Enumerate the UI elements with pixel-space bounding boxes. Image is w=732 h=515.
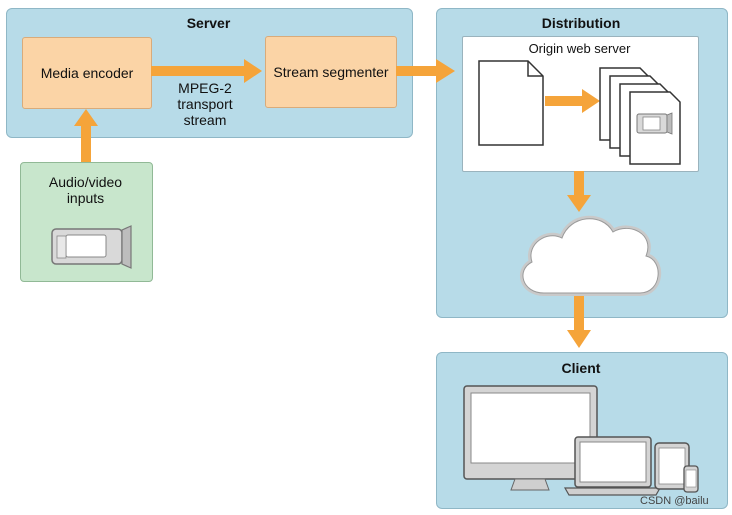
distribution-title: Distribution [541,15,621,31]
client-title: Client [561,360,601,376]
inputs-label: Audio/video inputs [48,174,123,206]
http-label: HTTP [566,258,604,274]
server-title: Server [186,15,231,31]
watermark: CSDN @bailu [640,495,709,507]
media-encoder-box: Media encoder [22,37,152,109]
transport-label: MPEG-2 transport stream [177,80,233,128]
index-file-label: Index file [494,92,526,123]
ts-file-label: .ts [647,138,661,153]
media-encoder-label: Media encoder [40,65,134,81]
origin-web-server-label: Origin web server [528,41,631,56]
stream-segmenter-box: Stream segmenter [265,36,397,108]
stream-segmenter-label: Stream segmenter [273,64,389,80]
